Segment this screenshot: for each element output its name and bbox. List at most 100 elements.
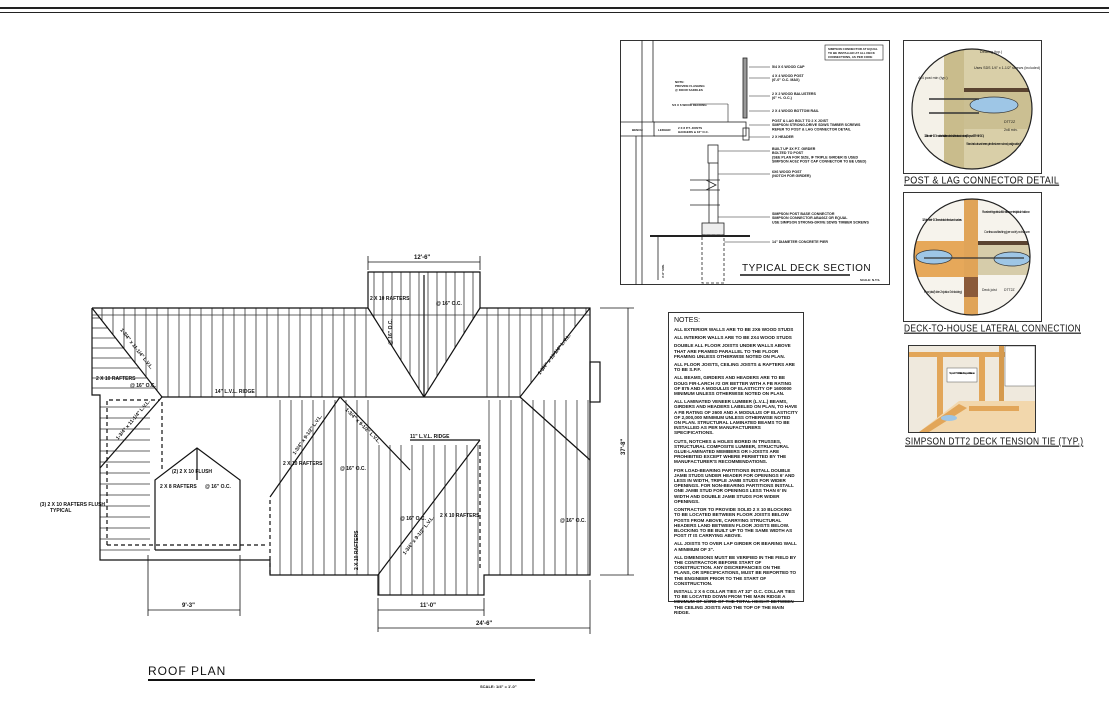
deck-callout-text: (6" +/- O.C.): [772, 96, 793, 100]
note-item: ALL INTERIOR WALLS ARE TO BE 2X4 WOOD ST…: [674, 335, 792, 341]
detail-label: Standard cut washer required between nut…: [966, 142, 1021, 146]
label-rafters-left: 2 X 10 RAFTERS: [96, 376, 136, 382]
roof-plan-title: ROOF PLAN: [148, 664, 226, 678]
deck-callout-text: (SEE PLAN FOR SIZE, IF TRIPLE GIRDER IS …: [772, 155, 858, 159]
tension-tie-image: Simpson DTT2Z installation with Lag and …: [909, 346, 1035, 432]
deck-callout-text: SIMPSON STRONG-DRIVE SDWS TIMBER SCREWS: [772, 123, 861, 127]
roof-plan-drawing: 12'-6" 37'-8" 9'-3" 11'-0" 24'-6" 2 X 10…: [40, 255, 634, 689]
deck-callout-text: 2 X 2 WOOD BALUSTERS: [772, 92, 817, 96]
label-flush-left: (3) 2 X 10 RAFTERS FLUSH: [40, 502, 105, 508]
decking-label: 5/4 X 6 WOOD DECKING: [672, 103, 707, 107]
deck-callout-text: 5/4 X 6 WOOD CAP: [772, 65, 805, 69]
deck-callout-text: SIMPSON POST BASE CONNECTOR: [772, 212, 835, 216]
roof-plan-scale: SCALE: 1/4" = 1'-0": [480, 684, 517, 689]
detail-label: Uses SDS 1/4" x 1-1/2" screws (included): [974, 66, 1040, 70]
deck-callout-text: 6X6 WOOD POST: [772, 170, 803, 174]
label-oc-top2: @ 16" O.C.: [388, 319, 394, 345]
label-oc-dormer: @ 16" O.C.: [205, 484, 231, 490]
deck-callout-text: USE SIMPSON STRONG-DRIVE SDWS TIMBER SCR…: [772, 220, 869, 224]
joists-label: 2 X 8 P.T. JOISTS: [678, 126, 702, 130]
door-note-line: @ DOOR SADDLES: [675, 88, 703, 92]
ledger-label: LEDGER: [658, 128, 671, 132]
label-rafters-top: 2 X 10 RAFTERS: [370, 296, 410, 302]
note-item: CONTRACTOR TO PROVIDE SOLID 2 X 10 BLOCK…: [674, 507, 793, 539]
deck-callout-text: SIMPSON AC6Z POST CAP CONNECTOR TO BE US…: [772, 160, 867, 164]
deck-callout-text: REFER TO POST & LAG CONNECTOR DETAIL: [772, 127, 852, 131]
dim-bottom-left: 9'-3": [182, 603, 195, 609]
notes-list: ALL EXTERIOR WALLS ARE TO BE 2X6 WOOD ST…: [674, 327, 798, 615]
lateral-connection-image: 1/2" diameter HDG threaded rod with nuts…: [913, 198, 1031, 316]
label-oc-mid: @ 16" O.C.: [340, 466, 366, 472]
note-item: CUTS, NOTCHES & HOLES BORED IN TRUSSES, …: [674, 438, 789, 465]
dim-top: 12'-6": [414, 255, 430, 261]
door-note-line: NOTE:: [675, 80, 684, 84]
label-oc-left: @ 16" O.C.: [130, 383, 156, 389]
deck-callout-text: POST & LAG BOLT TO 2 X JOIST: [772, 119, 829, 123]
deck-callout-text: 4 X 4 WOOD POST: [772, 74, 805, 78]
label-hip-3: 1-3/4" x 9-1/2" L.V.L.: [292, 413, 325, 456]
joists-label: HANGERS & 16" O.C.: [678, 130, 709, 134]
detail-label: 1/2" diameter HDG threaded rod with nuts…: [922, 218, 962, 222]
note-item: ALL BEAMS, GIRDERS AND HEADERS ARE TO BE…: [674, 375, 792, 397]
label-rafters-low: 2 X 10 RAFTERS: [440, 513, 480, 519]
detail-label: DTT2Z: [1004, 288, 1015, 292]
general-notes: NOTES: ALL EXTERIOR WALLS ARE TO BE 2X6 …: [668, 312, 804, 615]
label-ridge-14: 14" L.V.L. RIDGE: [215, 389, 255, 395]
dim-right: 37'-8": [621, 439, 627, 455]
typical-deck-section: 5/4 X 6 WOOD CAP 4 X 4 WOOD POST(6'-0" O.…: [620, 40, 890, 285]
label-ridge-11: 11" L.V.L. RIDGE: [410, 434, 450, 440]
notes-title: NOTES:: [674, 317, 701, 324]
label-flush-dormer: (2) 2 X 10 FLUSH: [172, 469, 212, 475]
note-item: FOR LOAD-BEARING PARTITIONS INSTALL DOUB…: [674, 467, 795, 504]
deck-callout-text: 14" DIAMETER CONCRETE PIER: [772, 240, 828, 244]
label-rafters-mid: 2 X 10 RAFTERS: [283, 461, 323, 467]
detail-label: Decking (typ.): [980, 50, 1002, 54]
deck-section-callouts: 5/4 X 6 WOOD CAP 4 X 4 WOOD POST(6'-0" O.…: [772, 65, 869, 244]
label-oc-low: @ 16" O.C.: [400, 516, 426, 522]
label-hip-5: 1-3/4" x 9-1/2" L.V.L.: [344, 407, 382, 445]
label-flush-left-typ: TYPICAL: [50, 508, 71, 514]
note-item: ALL JOISTS TO OVER LAP GIRDER OR BEARING…: [674, 541, 797, 552]
label-rafters-vert: 2 X 10 RAFTERS: [354, 530, 360, 570]
note-item: ALL FLOOR JOISTS, CEILING JOISTS & RAFTE…: [674, 362, 795, 373]
post-lag-connector-detail: Decking (typ.) 4x4 post min (typ.) Uses …: [903, 40, 1042, 174]
deck-callout-text: (6'-0" O.C. MAX): [772, 78, 800, 82]
deck-callout-text: (NOTCH FOR GIRDER): [772, 174, 812, 178]
simpson-dtt2-tension-tie: Simpson DTT2Z installation with Lag and …: [908, 345, 1036, 433]
title-block-border-bottom: [0, 12, 1109, 13]
label-hip-2: 1-3/4" x 11-1/4" L.V.L.: [115, 399, 152, 442]
deck-to-house-lateral-connection: 1/2" diameter HDG threaded rod with nuts…: [903, 192, 1042, 322]
detail-label: Simpson DTT2Z installation with Lag and …: [949, 371, 976, 375]
corner-note-line: SIMPSON CONNECTOR AT EQUAL: [828, 47, 878, 51]
note-item: ALL DIMENSIONS MUST BE VERIFIED IN THE F…: [674, 554, 797, 586]
corner-note-line: CONNECTIONS, AS PER CODE: [828, 55, 872, 59]
detail-label: 1/2" diameter HDG machine bolts or threa…: [924, 134, 984, 138]
note-item: ALL LAMINATED VENEER LUMBER (L.V.L.) BEA…: [674, 399, 798, 436]
dimension-lines: [147, 256, 634, 634]
detail-label: Deck joist: [982, 288, 997, 292]
roof-outline: [91, 271, 601, 596]
bench-label: BENCH: [632, 128, 643, 132]
label-oc-top: @ 16" O.C.: [436, 301, 462, 307]
detail-label: Floor joist (Note: 2x joist or 2x blocki…: [924, 290, 962, 294]
tension-tie-caption: SIMPSON DTT2 DECK TENSION TIE (TYP.): [905, 435, 1084, 447]
label-oc-right: @ 16" O.C.: [560, 518, 586, 524]
note-item: INSTALL 2 X 6 COLLAR TIES AT 32" O.C. CO…: [674, 588, 795, 615]
deck-section-leaders: [690, 66, 770, 243]
lateral-connection-caption: DECK-TO-HOUSE LATERAL CONNECTION: [904, 322, 1081, 334]
detail-label: 4x4 post min (typ.): [918, 76, 948, 80]
title-block-border-top: [0, 7, 1109, 9]
post-lag-connector-image: Decking (typ.) 4x4 post min (typ.) Uses …: [911, 48, 1040, 170]
corner-note-line: TO BE INSTALLED AT ALL DECK: [828, 51, 876, 55]
post-lag-caption: POST & LAG CONNECTOR DETAIL: [904, 174, 1060, 186]
deck-section-scale: SCALE: N.T.S.: [860, 278, 880, 282]
label-rafters-dormer: 2 X 8 RAFTERS: [160, 484, 197, 490]
note-item: DOUBLE ALL FLOOR JOISTS UNDER WALLS ABOV…: [674, 343, 791, 359]
detail-label: Continuous flashing (per code), not show…: [984, 230, 1030, 234]
deck-section-title: TYPICAL DECK SECTION: [742, 263, 871, 274]
detail-label: DTT2Z: [1004, 120, 1016, 124]
rafter-lines: [92, 272, 590, 595]
dim-bottom-mid: 11'-0": [420, 603, 436, 609]
deck-callout-text: BUILT UP 3X P.T. GIRDER: [772, 147, 816, 151]
detail-label: Floor sheathing nailed w/ 8d nails on ce…: [982, 210, 1030, 214]
